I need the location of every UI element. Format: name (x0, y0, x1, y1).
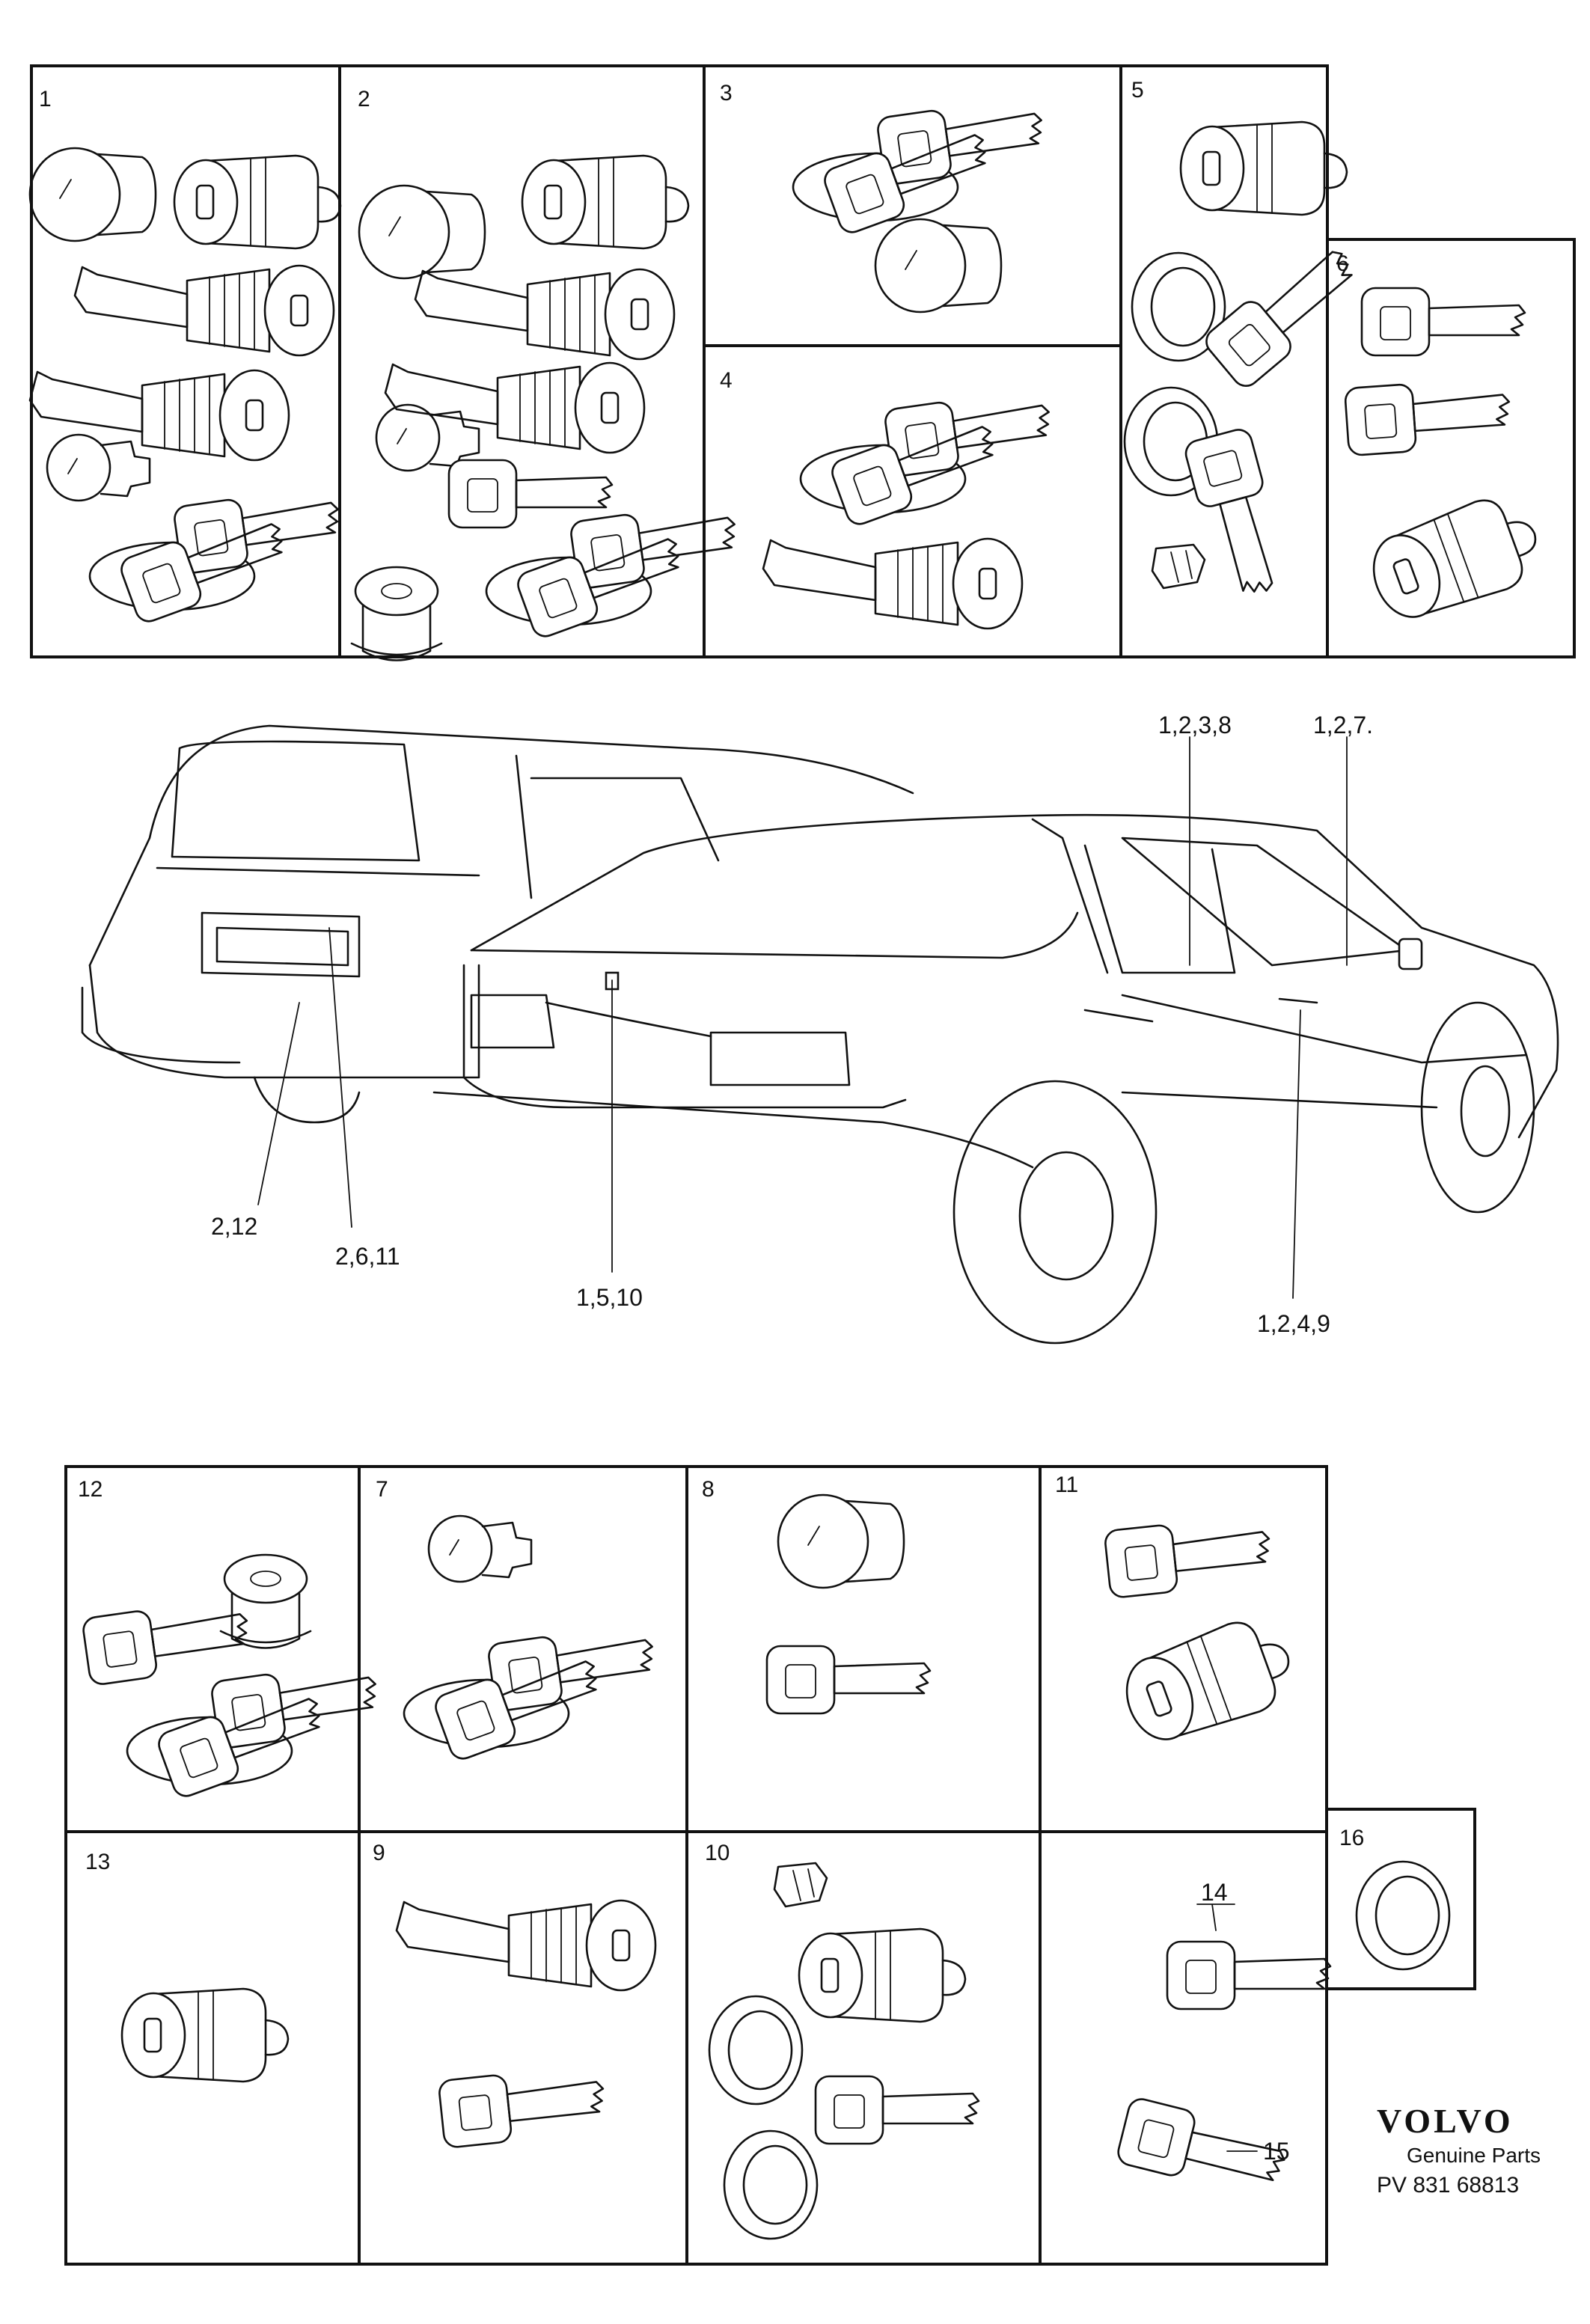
callout-1249: 1,2,4,9 (1257, 1310, 1330, 1337)
box-13-parts (120, 1987, 290, 2083)
brand-subtitle: Genuine Parts (1407, 2144, 1541, 2167)
box-3 (703, 64, 1122, 347)
box-6 (1326, 238, 1576, 658)
box-5-parts (1123, 120, 1371, 603)
box-14-15-parts (1114, 1903, 1332, 2203)
box-2 (338, 64, 706, 658)
item-15-label: 15 (1263, 2138, 1290, 2165)
box-10 (685, 1830, 1042, 2266)
box-12-parts (81, 1553, 381, 1799)
box-11-parts (1103, 1513, 1303, 1754)
box-4-parts (762, 388, 1055, 630)
box-14-15 (1039, 1830, 1328, 2266)
box-6-parts (1343, 287, 1550, 632)
box-16 (1325, 1808, 1476, 1990)
part-number: PV 831 68813 (1377, 2173, 1519, 2198)
leader-lines (257, 736, 1348, 1299)
box-7-parts (404, 1514, 658, 1762)
box-11-label: 11 (1055, 1473, 1078, 1497)
box-1-parts (28, 147, 344, 625)
item-14-label: 14 (1201, 1879, 1228, 1906)
box-10-parts (708, 1862, 980, 2240)
box-2-parts (350, 154, 741, 661)
car-illustration (81, 724, 1559, 1345)
box-1-label: 1 (39, 87, 52, 111)
callout-212: 2,12 (211, 1213, 257, 1240)
box-13 (64, 1830, 361, 2266)
box-16-label: 16 (1339, 1826, 1364, 1850)
box-9 (358, 1830, 688, 2266)
callout-127: 1,2,7. (1313, 712, 1373, 739)
box-8-parts (765, 1493, 932, 1715)
box-13-label: 13 (85, 1850, 110, 1874)
box-5-label: 5 (1131, 78, 1144, 103)
box-2-label: 2 (358, 87, 370, 111)
callout-2611: 2,6,11 (335, 1243, 400, 1270)
box-9-label: 9 (373, 1841, 385, 1865)
box-8-label: 8 (702, 1477, 715, 1502)
box-9-parts (395, 1899, 657, 2150)
box-3-label: 3 (720, 81, 733, 106)
box-7-label: 7 (376, 1477, 388, 1502)
box-12-label: 12 (78, 1477, 103, 1502)
box-3-parts (793, 96, 1048, 314)
box-16-parts (1355, 1860, 1451, 1971)
box-10-label: 10 (705, 1841, 730, 1865)
callout-1510: 1,5,10 (576, 1284, 643, 1311)
box-4-label: 4 (720, 368, 733, 393)
brand-logo: VOLVO (1377, 2102, 1514, 2140)
callout-1238: 1,2,3,8 (1158, 712, 1232, 739)
